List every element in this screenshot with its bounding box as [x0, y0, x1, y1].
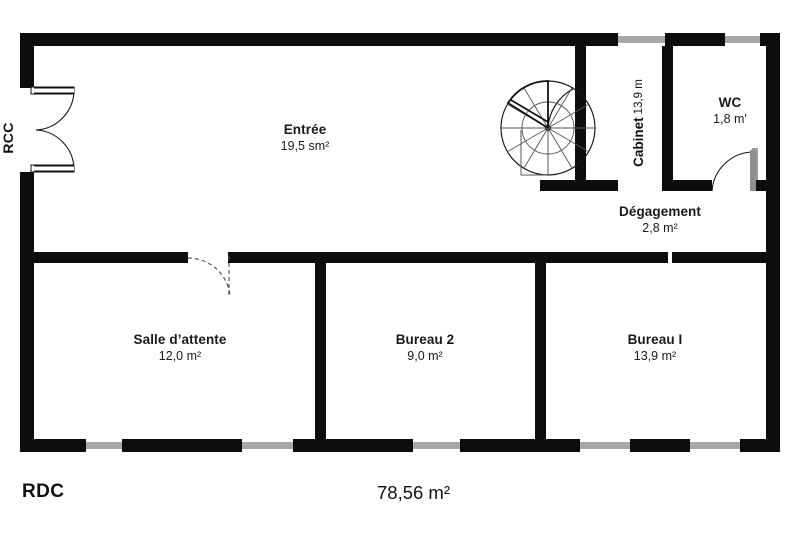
windows	[86, 36, 760, 449]
spiral-staircase-icon	[500, 80, 596, 176]
entrance-double-door	[30, 86, 75, 173]
interior-walls	[28, 46, 772, 444]
wc-door	[711, 150, 756, 192]
total-area-label: 78,56 m²	[377, 482, 451, 503]
salle-attente-door-dashed	[187, 256, 231, 297]
exterior-walls	[20, 33, 780, 452]
floor-level-label: RDC	[22, 481, 65, 502]
